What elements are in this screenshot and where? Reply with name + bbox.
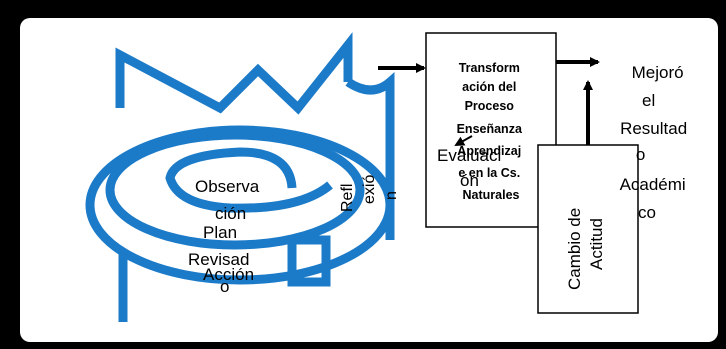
plan-revisado-label: Plan Revisad o	[188, 223, 254, 296]
cambio-actitud-box	[537, 144, 639, 314]
resultado-label: Mejoró el Resultad o Académi co	[620, 63, 692, 222]
spiral-figure	[85, 32, 395, 322]
reflexion-label: Refl exió n	[339, 175, 400, 212]
svg-text:Actitud: Actitud	[587, 218, 606, 270]
accion-label: Acción	[203, 265, 254, 284]
evaluacion-label: Evaluaci ón	[437, 146, 506, 190]
svg-text:Cambio de: Cambio de	[565, 208, 584, 290]
svg-text:n: n	[383, 191, 400, 200]
spiral-outer-ring	[85, 125, 395, 285]
spiral-neck	[345, 71, 395, 240]
svg-text:exió: exió	[361, 175, 378, 204]
transformacion-text: Transform ación del Proceso Enseñanza Ap…	[457, 61, 526, 202]
evaluacion-arrow	[454, 135, 473, 146]
spiral-m-shape	[115, 32, 353, 115]
spiral-middle-ring	[105, 130, 365, 250]
spiral-inner-hook	[165, 147, 333, 213]
spiral-bottom-block	[287, 235, 331, 287]
transformacion-box	[425, 32, 557, 228]
observacion-label: Observa ción	[195, 177, 264, 223]
svg-text:Refl: Refl	[339, 184, 356, 212]
cambio-actitud-label: Cambio de Actitud	[565, 208, 606, 290]
